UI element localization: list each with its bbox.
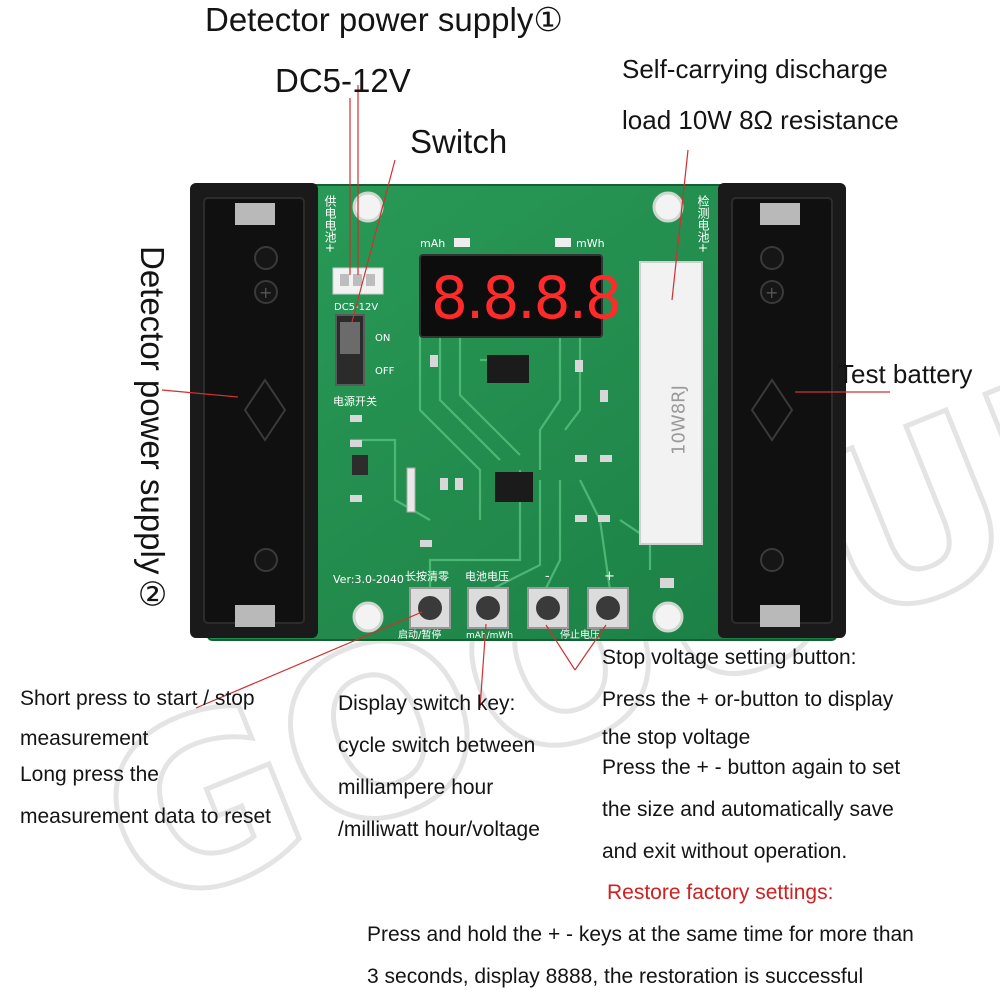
start-stop-note: Short press to start / stop measurement … <box>20 678 271 838</box>
led-digits: 8.8.8.8 <box>431 264 620 332</box>
version-label: Ver:3.0-2040 <box>333 573 404 586</box>
button-label-bottom-1: 启动/暂停 <box>398 628 441 641</box>
display-switch-line-4: /milliwatt hour/voltage <box>338 818 540 841</box>
led-display <box>419 254 603 338</box>
stop-voltage-line-2: Press the + or-button to display <box>602 688 894 711</box>
power-switch-label: 电源开关 <box>333 394 377 408</box>
stop-voltage-line-1: Stop voltage setting button: <box>602 646 857 669</box>
button-label-bottom-2: mAh/mWh <box>466 631 513 641</box>
callout-lines <box>161 85 890 709</box>
switch-off-label: OFF <box>375 366 395 377</box>
callout-dc-voltage: DC5-12V <box>275 62 411 99</box>
mounting-hole-br <box>652 601 684 633</box>
stop-voltage-line-5: the size and automatically save <box>602 798 894 821</box>
display-switch-line-3: milliampere hour <box>338 776 494 799</box>
button-label-top-4: + <box>604 569 615 584</box>
stop-voltage-line-6: and exit without operation. <box>602 840 848 863</box>
pcb-traces <box>350 330 652 591</box>
callout-load-line2: load 10W 8Ω resistance <box>622 105 899 135</box>
resistor-marking: 10W8RJ <box>669 385 690 455</box>
test-battery-label: 检测电池+ <box>696 194 710 254</box>
svg-text:+: + <box>259 283 272 302</box>
stop-voltage-line-3: the stop voltage <box>602 726 751 749</box>
stop-voltage-line-4: Press the + - button again to set <box>602 756 901 779</box>
button-label-top-2: 电池电压 <box>465 570 509 583</box>
display-switch-note: Display switch key: cycle switch between… <box>338 683 540 851</box>
callout-load-line1: Self-carrying discharge <box>622 54 888 84</box>
start-stop-line-1: Short press to start / stop <box>20 687 255 710</box>
mcu-ic <box>495 472 533 502</box>
mounting-hole-tr <box>652 191 684 223</box>
mwh-label: mWh <box>576 237 605 250</box>
restore-line-1: Press and hold the + - keys at the same … <box>367 923 914 946</box>
display-switch-line-2: cycle switch between <box>338 734 536 757</box>
battery-holder-left: + <box>190 183 318 638</box>
button-label-top-3: - <box>545 569 550 584</box>
callout-switch: Switch <box>410 123 508 160</box>
display-switch-line-1: Display switch key: <box>338 692 516 715</box>
button-start-stop <box>409 587 451 629</box>
power-battery-label: 供电电池+ <box>323 195 337 254</box>
button-label-bottom-4: 停止电压 <box>560 628 600 641</box>
load-resistor <box>639 261 703 545</box>
restore-line-2: 3 seconds, display 8888, the restoration… <box>367 965 864 988</box>
stop-voltage-note: Stop voltage setting button: Press the +… <box>602 637 900 873</box>
button-display-switch <box>467 587 509 629</box>
start-stop-line-2: measurement <box>20 727 149 750</box>
callout-detector-power-1: Detector power supply① <box>205 1 563 38</box>
callout-test-battery: Test battery <box>838 359 973 389</box>
callout-detector-power-2: Detector power supply② <box>134 246 171 614</box>
mounting-hole-bl <box>352 601 384 633</box>
button-label-top-1: 长按清零 <box>405 569 449 583</box>
button-minus <box>527 587 569 629</box>
battery-holder-right: + <box>718 183 846 638</box>
driver-ic <box>487 355 529 383</box>
start-stop-line-4: measurement data to reset <box>20 805 271 828</box>
svg-text:+: + <box>765 283 778 302</box>
restore-body: Press and hold the + - keys at the same … <box>367 914 914 998</box>
start-stop-line-3: Long press the <box>20 763 159 786</box>
button-plus <box>587 587 629 629</box>
switch-on-label: ON <box>375 333 390 344</box>
mah-label: mAh <box>420 237 445 250</box>
restore-title: Restore factory settings: <box>607 881 834 904</box>
